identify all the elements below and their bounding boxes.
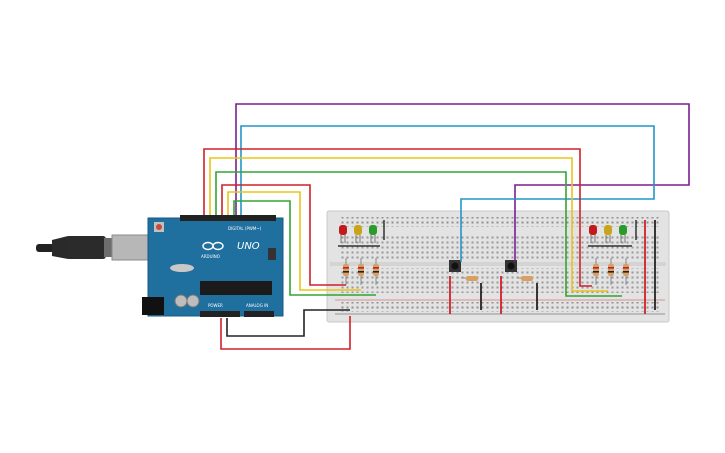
resistor[interactable] [608,258,614,285]
analog-header [244,311,274,317]
pushbutton-2[interactable] [505,260,517,272]
wire-black-gnd [226,309,350,337]
icsp-header [268,248,276,260]
wire-yellow-long [209,157,608,292]
resistor[interactable] [343,258,349,285]
resistor[interactable] [373,258,379,285]
breadboard-center-channel [330,262,666,266]
crystal-oscillator [170,264,194,272]
led-group-left [338,220,385,247]
red-led-left[interactable] [339,225,347,243]
wire-purple-long [235,103,690,262]
red-led-right[interactable] [589,225,597,243]
pushbutton-resistors [461,276,533,281]
signal-wires [203,103,690,350]
green-led-right[interactable] [619,225,627,243]
digital-header [180,215,276,221]
power-jack [142,297,164,315]
power-header [200,311,240,317]
analog-pins-label: ANALOG IN [246,303,268,308]
atmega-chip [200,281,272,295]
capacitor [174,294,188,308]
lower-terminal-holes [340,268,660,293]
wire-green-long [215,171,622,297]
capacitor [186,294,200,308]
wire-red-short [221,184,346,286]
upper-terminal-holes [340,235,660,260]
usb-cable [36,234,149,261]
wire-red-long [203,148,592,287]
yellow-led-right[interactable] [604,225,612,243]
wire-green-short [233,200,376,296]
breadboard-jumpers [449,220,656,314]
bottom-rail-holes [340,302,660,312]
resistors-left [343,258,379,285]
pushbutton-1[interactable] [449,260,461,272]
power-pins-label: POWER [208,303,223,308]
led-group-right [588,220,637,247]
resistor[interactable] [358,258,364,285]
yellow-led-left[interactable] [354,225,362,243]
arduino-logo [202,241,224,251]
wire-blue-long [240,125,655,262]
breadboard[interactable] [326,210,670,323]
arduino-uno-board[interactable]: UNO ARDUINO DIGITAL (PWM~) POWER ANALOG … [142,215,284,317]
wire-yellow-short [227,191,361,291]
resistor[interactable] [593,258,599,285]
maker-label: ARDUINO [201,254,220,259]
board-brand-label: UNO [237,241,260,252]
digital-pins-label: DIGITAL (PWM~) [228,226,262,231]
green-led-left[interactable] [369,225,377,243]
resistor[interactable] [623,258,629,285]
resistors-right [593,258,629,285]
top-rail-holes [340,217,660,227]
wire-red-5v [220,316,351,350]
